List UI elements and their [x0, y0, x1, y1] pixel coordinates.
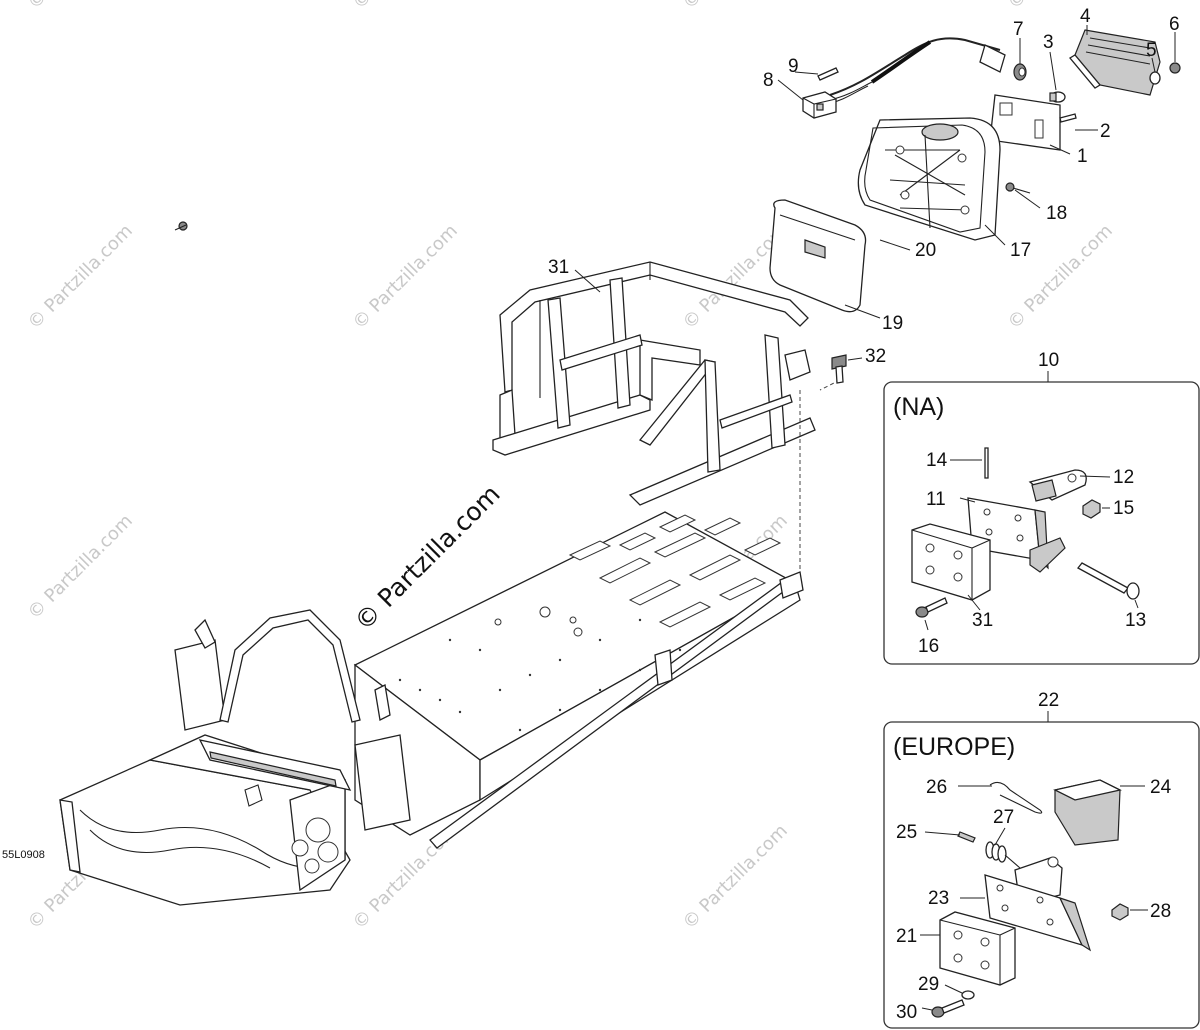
connector-part-8 [802, 91, 837, 119]
chassis-frame [59, 511, 804, 906]
callout-7: 7 [1013, 19, 1024, 40]
callout-25: 25 [896, 822, 917, 843]
taillight-assembly [174, 29, 1181, 313]
callout-18: 18 [1046, 203, 1067, 224]
screw-part-2 [1059, 113, 1077, 123]
callout-31-pad: 31 [972, 610, 993, 631]
bracket-part-12 [1028, 469, 1087, 502]
nut-part-15 [1082, 499, 1101, 519]
callout-2: 2 [1100, 121, 1111, 142]
callout-14: 14 [926, 450, 948, 471]
watermark: © Partzilla.com [1004, 0, 1117, 14]
callouts: 1 2 3 4 5 6 7 8 9 10 11 12 13 14 15 16 1… [2, 6, 1180, 1023]
spring-part-27 [985, 841, 1021, 869]
socket-part-7 [979, 44, 1027, 81]
na-detail-box: (NA) [883, 371, 1200, 665]
watermark: © Partzilla.com [24, 220, 137, 333]
screw-part-16 [915, 597, 948, 618]
callout-group-22: 22 [1038, 690, 1059, 711]
watermark: © Partzilla.com [24, 510, 137, 623]
callout-13: 13 [1125, 610, 1146, 631]
callout-17: 17 [1010, 240, 1031, 261]
callout-11: 11 [926, 489, 946, 510]
rack-part-31 [492, 261, 841, 585]
bolt-part-32 [831, 354, 847, 384]
callout-16: 16 [918, 636, 939, 657]
callout-9: 9 [788, 56, 799, 77]
cover-part-19 [769, 199, 867, 313]
europe-box-title: (EUROPE) [893, 733, 1015, 761]
screw-part-30 [931, 999, 965, 1018]
screw-part-6 [1169, 62, 1181, 74]
callout-12: 12 [1113, 467, 1134, 488]
callout-28: 28 [1150, 901, 1171, 922]
callout-29: 29 [918, 974, 939, 995]
pad-part-31 [911, 523, 991, 601]
lens-part-4 [1069, 29, 1161, 96]
europe-detail-box: (EUROPE) [883, 711, 1200, 1029]
callout-8: 8 [763, 70, 774, 91]
clip-part-26 [989, 781, 1043, 814]
na-box-title: (NA) [893, 393, 944, 421]
callout-19: 19 [882, 313, 903, 334]
callout-20: 20 [915, 240, 936, 261]
callout-4: 4 [1080, 6, 1091, 27]
callout-32: 32 [865, 346, 886, 367]
watermark: © Partzilla.com [1004, 220, 1117, 333]
bulb-part-3 [1049, 91, 1066, 103]
callout-30: 30 [896, 1002, 917, 1023]
watermark: © Partzilla.com [24, 0, 137, 14]
washer-part-29 [961, 990, 975, 1000]
housing-part-17 [857, 117, 1001, 241]
bracket-part-1 [989, 94, 1061, 151]
callout-24: 24 [1150, 777, 1172, 798]
washer-part-5 [1149, 71, 1161, 85]
watermark: © Partzilla.com [679, 820, 792, 933]
drawing-code: 55L0908 [2, 849, 45, 861]
block-part-24 [1053, 779, 1122, 846]
bolt-part-13 [1077, 562, 1140, 600]
callout-27: 27 [993, 807, 1014, 828]
callout-21: 21 [896, 926, 917, 947]
callout-3: 3 [1043, 32, 1054, 53]
watermark: © Partzilla.com [349, 220, 462, 333]
terminal-pin-part-9 [817, 67, 839, 81]
plate-part-23 [984, 874, 1092, 952]
callout-15: 15 [1113, 498, 1134, 519]
deck-slots [568, 514, 782, 628]
pad-part-21 [939, 911, 1016, 986]
nut-part-28 [1111, 903, 1129, 921]
callout-26: 26 [926, 777, 947, 798]
callout-group-10: 10 [1038, 350, 1059, 371]
callout-31-rack: 31 [548, 257, 569, 278]
screw-part-18 [1005, 182, 1031, 194]
leader-lines [574, 25, 1176, 1011]
watermark: © Partzilla.com [349, 0, 462, 14]
screw-part-20 [174, 221, 188, 231]
callout-23: 23 [928, 888, 949, 909]
callout-5: 5 [1146, 40, 1157, 61]
callout-1: 1 [1077, 146, 1088, 167]
callout-6: 6 [1169, 14, 1180, 35]
pin-part-14 [984, 447, 989, 479]
watermark: © Partzilla.com [679, 0, 792, 14]
